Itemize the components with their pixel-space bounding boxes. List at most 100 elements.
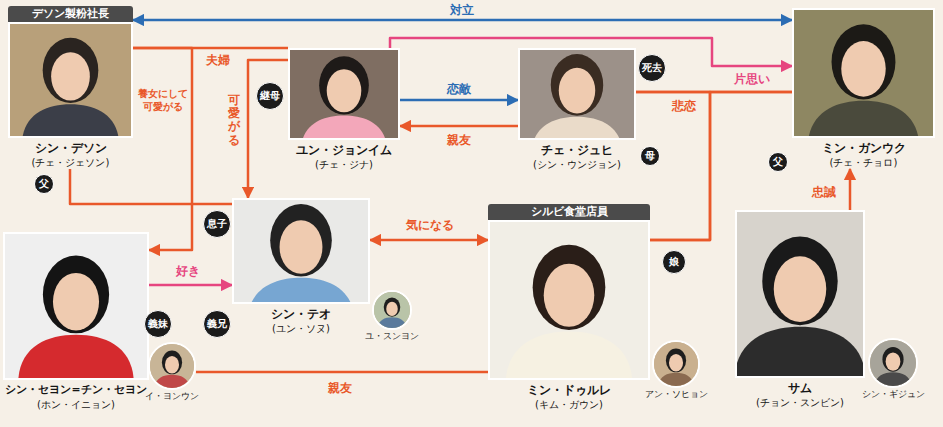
relation-badge: 娘 (662, 250, 686, 274)
child-actor: ユ・スンヨン (372, 290, 412, 342)
actor-name: (チェ・チョロ) (830, 156, 898, 169)
child-photo-circle (372, 290, 412, 330)
face (886, 352, 901, 370)
portrait (870, 340, 916, 386)
relation-line (70, 169, 232, 204)
portrait-ground (234, 200, 368, 302)
clothes (875, 372, 912, 386)
portrait (150, 344, 194, 388)
card-heading: デソン製粉社長 (32, 6, 109, 22)
badge-text: 父 (773, 157, 783, 167)
badge-text: 継母 (260, 91, 280, 101)
portrait (520, 50, 634, 138)
relation-badge: 義妹 (144, 310, 172, 338)
portrait-ground (5, 234, 147, 378)
hair (43, 256, 109, 334)
face (280, 220, 323, 274)
badge-text: 義兄 (207, 319, 227, 329)
relation-line (400, 99, 518, 102)
face (841, 41, 885, 97)
portrait (290, 50, 398, 138)
relation-label: 忠誠 (812, 185, 836, 199)
portrait-ground (150, 344, 194, 388)
hair (882, 347, 903, 372)
character-card: ユン・ジョンイム(チェ・ジナ)継母 (288, 48, 400, 171)
portrait-ground (374, 292, 410, 328)
relation-label: 養女にして 可愛がる (136, 87, 190, 113)
portrait (654, 342, 698, 386)
relation-label: 恋敵 (447, 82, 471, 96)
clothes (301, 116, 387, 138)
child-photo-circle (868, 338, 918, 388)
face (669, 354, 683, 372)
photo-frame (792, 8, 935, 138)
relation-badge: 父 (768, 152, 788, 172)
face (559, 68, 595, 114)
actor-name: (ホン・イニョン) (37, 398, 115, 411)
relation-line (133, 48, 192, 250)
face (165, 356, 179, 374)
character-name: シン・セヨン=チン・セヨン (5, 382, 146, 398)
relation-label: 悲恋 (672, 99, 696, 113)
portrait-ground (870, 340, 916, 386)
character-card: サム(チョン・スンビン) (735, 210, 865, 409)
character-card: チェ・ジュヒ(シン・ウンジョン)死去母 (518, 48, 636, 171)
relation-line (370, 239, 488, 242)
face (774, 256, 826, 322)
hair (162, 351, 182, 375)
badge-text: 息子 (207, 219, 227, 229)
child-actor: シン・ギジュン (868, 338, 918, 400)
actor-name: (キム・ガウン) (535, 398, 603, 411)
hair (319, 56, 369, 114)
relation-label: 好き (176, 264, 200, 278)
character-name: ユン・ジョンイム (296, 142, 392, 158)
clothes (154, 375, 189, 388)
face (386, 302, 398, 316)
relation-label: 夫婦 (206, 53, 230, 67)
child-actor-name: イ・ヨンウン (145, 390, 199, 402)
relation-label: 可愛がる (228, 94, 240, 147)
portrait-ground (290, 50, 398, 138)
child-actor: アン・ソヒョン (652, 340, 700, 400)
child-photo-circle (652, 340, 700, 388)
badge-text: 父 (39, 179, 49, 189)
face (544, 264, 595, 327)
portrait (374, 292, 410, 328)
hair (832, 24, 896, 99)
relation-badge: 母 (640, 146, 660, 166)
relation-line (400, 125, 518, 128)
character-name: チェ・ジュヒ (541, 142, 613, 158)
relation-label: 対立 (450, 3, 474, 17)
clothes (18, 335, 133, 378)
badge-text: 娘 (669, 257, 679, 267)
badge-text: 母 (645, 151, 655, 161)
header-band: シルビ食堂店員 (488, 204, 650, 220)
face (53, 273, 99, 331)
photo-frame (288, 48, 400, 140)
portrait (794, 10, 933, 136)
child-photo-circle (148, 342, 196, 390)
portrait-ground (737, 212, 863, 376)
hair (43, 38, 99, 103)
hair (384, 297, 401, 316)
relation-label: 親友 (447, 133, 471, 147)
relation-badge: 父 (34, 174, 54, 194)
photo-frame (232, 198, 370, 304)
clothes (737, 327, 863, 376)
relation-line (149, 284, 232, 287)
clothes (658, 373, 693, 386)
actor-name: (チェ・ジェソン) (32, 156, 110, 169)
header-band: デソン製粉社長 (8, 6, 133, 22)
relation-label: 親友 (328, 381, 352, 395)
portrait (10, 24, 131, 136)
relation-line (196, 371, 488, 374)
hair (270, 204, 332, 276)
character-card: ミン・ガンウク(チェ・チョロ)父 (792, 8, 935, 169)
character-card: シン・テオ(ユン・ソヌ)息子義兄 (232, 198, 370, 335)
badge-text: 死去 (642, 63, 662, 73)
hair (551, 54, 603, 116)
child-actor-name: シン・ギジュン (862, 388, 925, 400)
character-card: シン・セヨン=チン・セヨン(ホン・イニョン)義妹 (3, 232, 149, 411)
actor-name: (ユン・ソヌ) (272, 322, 330, 335)
photo-frame (735, 210, 865, 378)
